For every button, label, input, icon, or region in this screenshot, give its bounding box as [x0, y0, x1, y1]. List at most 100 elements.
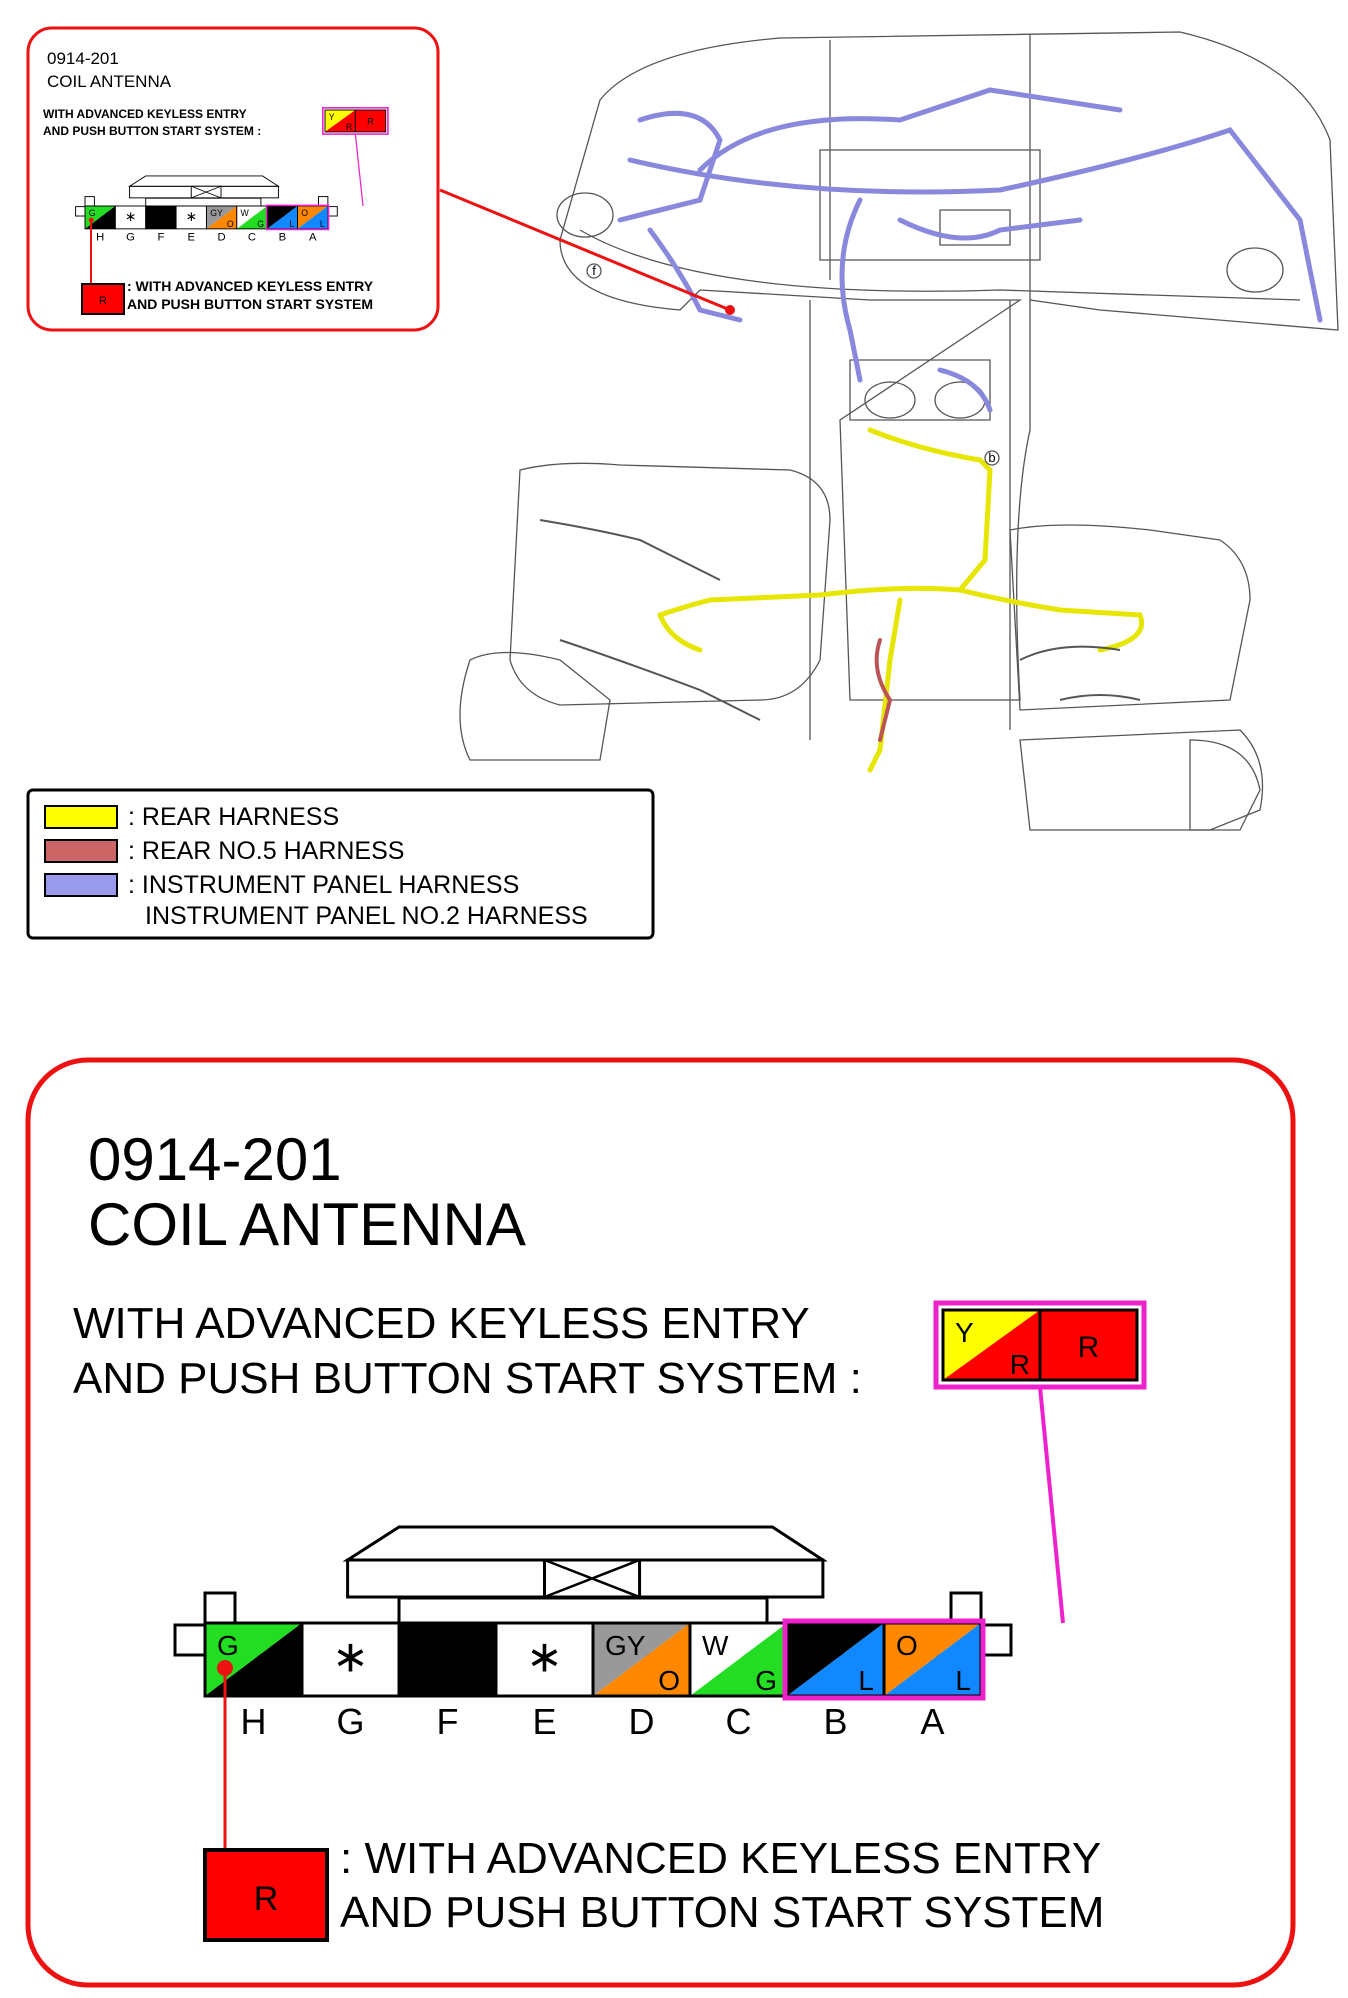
inset-option-pin-color: R: [367, 116, 374, 127]
marker-f: f: [592, 263, 596, 278]
detail-option-line1: WITH ADVANCED KEYLESS ENTRY: [73, 1299, 810, 1348]
inset-pin-top-color: GY: [210, 208, 223, 218]
inset-note-line1: : WITH ADVANCED KEYLESS ENTRY: [127, 278, 374, 294]
inset-pin-letter: F: [157, 232, 164, 244]
harness-legend: : REAR HARNESS : REAR NO.5 HARNESS : INS…: [26, 788, 655, 940]
detail-option-line2: AND PUSH BUTTON START SYSTEM :: [73, 1354, 862, 1403]
detail-note-box-label: R: [254, 1880, 279, 1918]
detail-pin-letter: F: [437, 1701, 459, 1742]
location-dot: [725, 305, 735, 315]
legend-swatch-rear-no5-harness: [44, 839, 118, 863]
inset-pin: WG: [236, 205, 268, 230]
inset-pin-top-color: B: [271, 208, 277, 218]
inset-pin-bottom-color: O: [227, 219, 234, 229]
detail-option-pin-color: R: [1078, 1331, 1100, 1364]
inset-pin-color: B: [158, 212, 164, 223]
gray-wires: [539, 519, 1141, 721]
detail-name: COIL ANTENNA: [88, 1191, 526, 1258]
inset-pin-color: ∗: [185, 209, 197, 224]
inset-option-pin: R: [354, 109, 387, 133]
inset-pin-letter: E: [188, 232, 196, 244]
detail-pin: B: [397, 1621, 498, 1698]
detail-pin-letter: D: [629, 1701, 655, 1742]
detail-pin-letter: C: [726, 1701, 752, 1742]
detail-pin-color: ∗: [526, 1633, 563, 1682]
detail-pin: GB: [203, 1621, 304, 1698]
inset-option-line1: WITH ADVANCED KEYLESS ENTRY: [43, 107, 247, 121]
legend-label-instrument-panel-harness: : INSTRUMENT PANEL HARNESS: [128, 871, 519, 899]
inset-pin-bottom-color: B: [106, 219, 112, 229]
legend-swatch-rear-harness: [44, 805, 118, 829]
inset-pin-letter: B: [279, 232, 287, 244]
detail-pin-bottom-color: G: [755, 1665, 777, 1696]
inset-note-box: [81, 283, 125, 315]
inset-pin: ∗: [175, 205, 207, 230]
detail-note-line2: AND PUSH BUTTON START SYSTEM: [340, 1888, 1104, 1937]
inset-note-line2: AND PUSH BUTTON START SYSTEM: [127, 296, 373, 312]
detail-pin: BL: [785, 1621, 886, 1698]
detail-pin-letter: H: [241, 1701, 267, 1742]
detail-pin-letter: A: [920, 1701, 944, 1742]
detail-pin-top-color: G: [217, 1630, 239, 1661]
detail-pin-top-color: W: [702, 1630, 729, 1661]
detail-option-highlight: [782, 1618, 986, 1701]
inset-pin: B: [145, 205, 177, 230]
inset-pin-top-color: W: [241, 208, 250, 218]
detail-pin: GY O: [591, 1621, 692, 1698]
inset-pin: BL: [266, 205, 298, 230]
inset-option-pin-bottom-color: R: [346, 122, 352, 132]
detail-pin-color: B: [437, 1646, 457, 1679]
detail-option-pins: YRR: [933, 1300, 1147, 1624]
inset-pin: GY O: [205, 205, 238, 230]
detail-pin-color: ∗: [332, 1633, 369, 1682]
instrument-panel-harness-wires: [617, 87, 1323, 413]
inset-pin-letter: C: [248, 232, 256, 244]
legend-label-instrument-panel-no2-harness: INSTRUMENT PANEL NO.2 HARNESS: [145, 902, 588, 930]
detail-pin-top-color: GY: [605, 1630, 646, 1661]
detail-pin: OL: [882, 1621, 983, 1698]
detail-pin-bottom-color: O: [658, 1665, 680, 1696]
inset-pin: GB: [84, 205, 116, 230]
detail-pin-top-color: O: [896, 1630, 918, 1661]
detail-option-pin: R: [1038, 1308, 1139, 1382]
legend-frame: [26, 788, 655, 940]
legend-label-rear-harness: : REAR HARNESS: [128, 803, 339, 831]
detail-pin-letter: G: [336, 1701, 364, 1742]
inset-option-leader: [354, 134, 364, 207]
inset-pin-letter: A: [309, 232, 317, 244]
inset-pin-letter: G: [126, 232, 135, 244]
detail-option-leader: [1038, 1386, 1065, 1624]
inset-pin-bottom-color: G: [257, 219, 264, 229]
inset-option-pins: YRR: [322, 107, 389, 207]
inset-panel: 0914-201 COIL ANTENNA WITH ADVANCED KEYL…: [26, 26, 440, 332]
inset-pin-bottom-color: L: [320, 219, 325, 229]
inset-code: 0914-201: [47, 49, 119, 68]
legend-label-rear-no5-harness: : REAR NO.5 HARNESS: [128, 837, 404, 865]
detail-pin-top-color: B: [799, 1630, 818, 1661]
detail-pin-bottom-color: L: [955, 1665, 971, 1696]
detail-frame: [25, 1057, 1296, 1988]
detail-option-pin-bottom-color: R: [1010, 1349, 1030, 1380]
inset-option-highlight: [265, 204, 330, 231]
detail-pin: ∗: [300, 1621, 401, 1698]
inset-pin-bottom-color: L: [290, 219, 295, 229]
rear-harness-wires: [657, 427, 1144, 773]
vehicle-interior-drawing: [459, 31, 1339, 831]
inset-name: COIL ANTENNA: [47, 72, 172, 91]
detail-option-pin: YR: [941, 1308, 1042, 1382]
inset-pin-letter: D: [218, 232, 226, 244]
inset-option-pin: YR: [324, 109, 356, 133]
detail-option-pin-top-color: Y: [955, 1317, 974, 1348]
detail-pin: WG: [688, 1621, 789, 1698]
inset-pin: OL: [297, 205, 329, 230]
detail-pin: ∗: [494, 1621, 595, 1698]
detail-code: 0914-201: [88, 1126, 342, 1193]
inset-option-pin-top-color: Y: [329, 112, 335, 122]
detail-pin-bottom-color: B: [273, 1665, 292, 1696]
location-pointer: [439, 188, 731, 312]
detail-pin-bottom-color: L: [858, 1665, 874, 1696]
marker-b: b: [988, 450, 995, 465]
